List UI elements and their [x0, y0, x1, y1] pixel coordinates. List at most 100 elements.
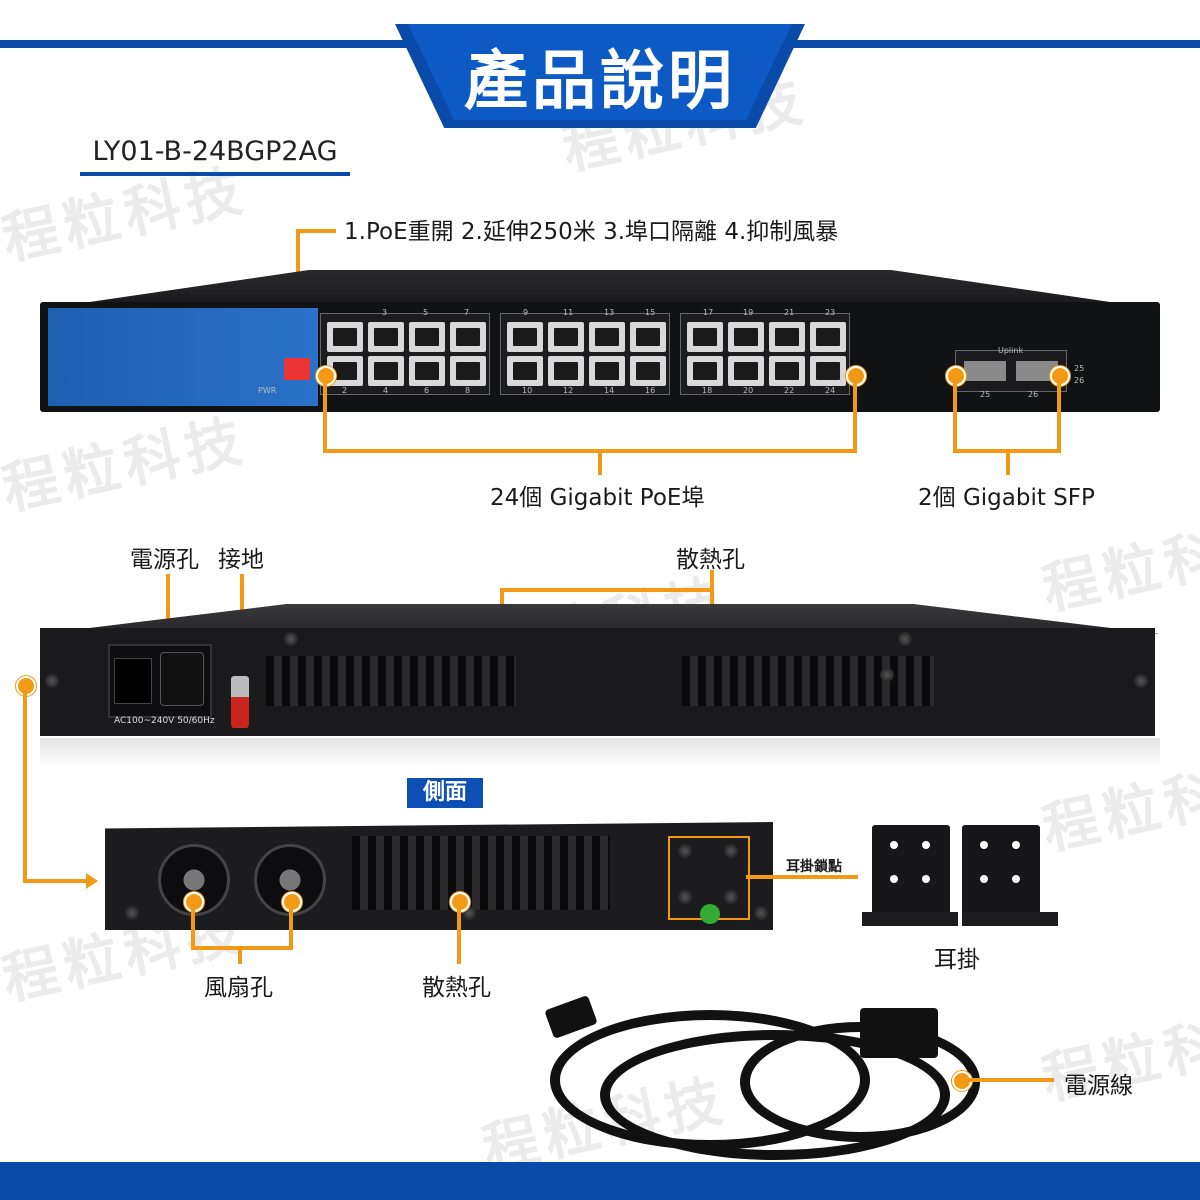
rj45-port[interactable] [810, 322, 846, 352]
footer-bar [0, 1162, 1200, 1200]
sfp-number: 26 [1074, 376, 1085, 385]
port-number: 23 [825, 308, 836, 317]
pwr-indicator-label: PWR [258, 386, 277, 395]
bracket-hole [890, 875, 898, 883]
port-number: 12 [563, 386, 574, 395]
sfp-number: 25 [980, 390, 991, 399]
port-number: 13 [604, 308, 615, 317]
sfp-port[interactable] [964, 361, 1006, 381]
port-number: 3 [382, 308, 388, 317]
rj45-port[interactable] [409, 356, 445, 386]
ear-bracket [962, 825, 1040, 925]
uplink-label: Uplink [998, 346, 1024, 355]
rear-vent [266, 656, 516, 706]
screw-icon [1134, 674, 1148, 688]
rj45-port[interactable] [728, 322, 764, 352]
rj45-port[interactable] [368, 322, 404, 352]
model-number: LY01-B-24BGP2AG [92, 135, 338, 167]
rj45-port[interactable] [728, 356, 764, 386]
rj45-port[interactable] [589, 322, 625, 352]
side-view-tag: 側面 [407, 778, 483, 808]
fan-label: 風扇孔 [204, 975, 273, 1001]
power-cable-label: 電源線 [1064, 1073, 1133, 1099]
rj45-port[interactable] [409, 322, 445, 352]
port-number: 18 [702, 386, 713, 395]
callout-line [853, 375, 857, 451]
callout-line [23, 879, 87, 883]
power-socket-icon[interactable] [160, 652, 204, 706]
port-number: 11 [563, 308, 574, 317]
rj45-port[interactable] [507, 322, 543, 352]
port-number: 7 [464, 308, 470, 317]
port-number: 9 [523, 308, 529, 317]
port-number: 22 [784, 386, 795, 395]
ground-terminal-icon [231, 676, 249, 728]
screw-icon [724, 844, 738, 858]
rj45-port[interactable] [687, 356, 723, 386]
rj45-port[interactable] [507, 356, 543, 386]
port-number: 10 [522, 386, 533, 395]
switch-rear-panel [40, 628, 1155, 736]
ground-label: 接地 [218, 547, 264, 573]
rj45-port[interactable] [327, 322, 363, 352]
rear-vent [682, 656, 934, 706]
switch-front-top [62, 270, 1138, 306]
callout-line [746, 875, 858, 879]
rear-reflection [40, 738, 1160, 768]
ear-bracket-label: 耳掛 [934, 947, 980, 973]
screw-icon [125, 906, 139, 920]
bracket-hole [980, 841, 988, 849]
callout-line [457, 900, 461, 964]
rj45-port[interactable] [548, 356, 584, 386]
sfp-ports-label: 2個 Gigabit SFP [918, 485, 1095, 511]
bracket-hole [922, 841, 930, 849]
screw-icon [724, 890, 738, 904]
bracket-hole [922, 875, 930, 883]
callout-line [500, 588, 714, 592]
front-blue-stripe [48, 308, 318, 406]
callout-line [23, 684, 27, 882]
sfp-number: 26 [1028, 390, 1039, 399]
bracket-hole [1012, 875, 1020, 883]
rj45-port[interactable] [630, 322, 666, 352]
port-number: 21 [784, 308, 795, 317]
port-number: 20 [743, 386, 754, 395]
sfp-port[interactable] [1016, 361, 1058, 381]
rear-vent-label: 散熱孔 [676, 547, 745, 573]
port-number: 17 [703, 308, 714, 317]
screw-icon [898, 632, 912, 646]
rj45-port[interactable] [810, 356, 846, 386]
rj45-port[interactable] [548, 322, 584, 352]
screw-icon [678, 844, 692, 858]
rj45-port[interactable] [769, 322, 805, 352]
rj45-port[interactable] [769, 356, 805, 386]
screw-icon [284, 632, 298, 646]
screw-icon [754, 906, 768, 920]
callout-line [238, 946, 242, 964]
callout-line [296, 229, 336, 233]
dip-switch[interactable] [284, 358, 310, 380]
port-number: 8 [465, 386, 471, 395]
rj45-port[interactable] [450, 356, 486, 386]
model-underline [80, 172, 350, 176]
power-socket-label: 電源孔 [130, 547, 199, 573]
port-number: 2 [342, 386, 348, 395]
rj45-port[interactable] [368, 356, 404, 386]
rj45-port[interactable] [450, 322, 486, 352]
rj45-port[interactable] [589, 356, 625, 386]
sfp-bank [955, 350, 1067, 392]
watermark-text: 程粒科技 [0, 406, 254, 523]
port-number: 24 [825, 386, 836, 395]
title-banner-inner [408, 24, 792, 120]
screw-icon [45, 674, 59, 688]
rj45-port[interactable] [630, 356, 666, 386]
callout-line [323, 449, 857, 453]
arrow-right-icon [86, 873, 98, 889]
power-switch[interactable] [114, 658, 152, 704]
rj45-port[interactable] [687, 322, 723, 352]
callout-line [710, 570, 714, 590]
port-number: 19 [743, 308, 754, 317]
screw-icon [678, 890, 692, 904]
callout-line [966, 1078, 1054, 1082]
port-number: 5 [423, 308, 429, 317]
